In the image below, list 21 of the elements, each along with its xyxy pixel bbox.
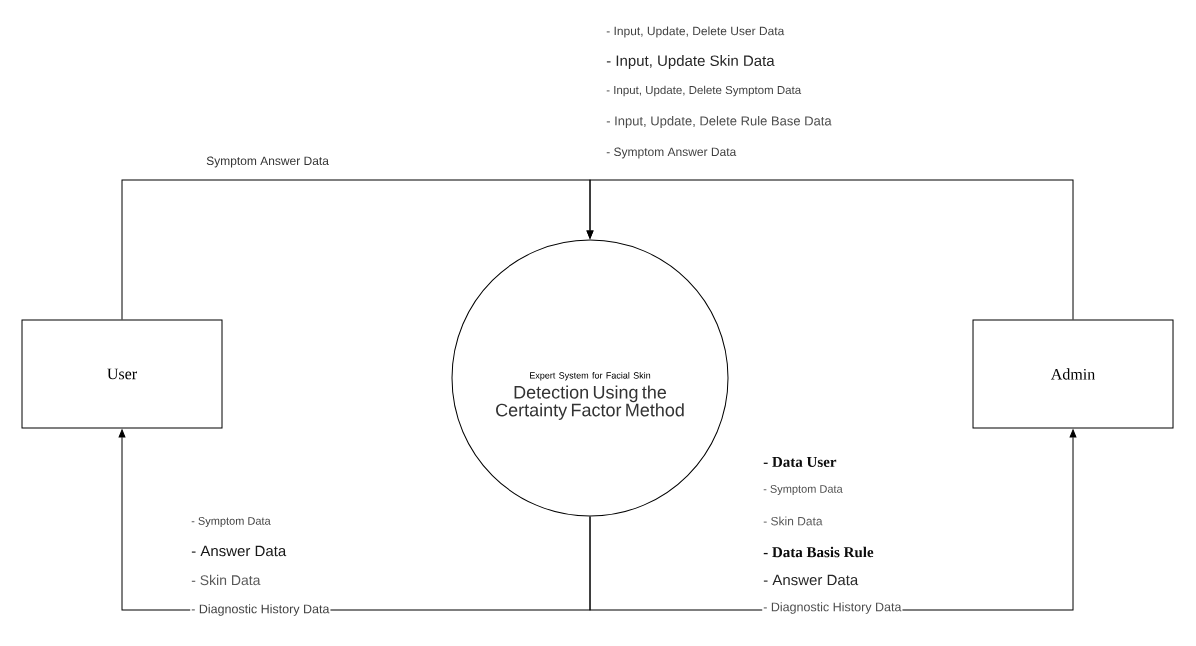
flow-label: - Input, Update, Delete User Data	[606, 26, 785, 38]
process-circle	[451, 239, 729, 517]
entity-box: User	[21, 319, 223, 429]
flow-label: - Diagnostic History Data	[763, 602, 902, 614]
flow-label: - Data Basis Rule	[763, 546, 874, 558]
flow-label: - Symptom Data	[763, 485, 843, 495]
flow-label: - Answer Data	[763, 574, 859, 586]
flow-label: - Input, Update Skin Data	[606, 55, 775, 69]
flow-label: - Diagnostic History Data	[191, 604, 330, 616]
flow-label: - Skin Data	[191, 574, 261, 586]
flow-label: - Data User	[763, 457, 837, 467]
flow-label: - Symptom Answer Data	[606, 147, 737, 159]
arrow	[586, 179, 1074, 320]
flow-label: - Input, Update, Delete Rule Base Data	[606, 115, 832, 129]
flow-label: - Skin Data	[763, 516, 823, 526]
flow-label: - Symptom Data	[191, 517, 271, 527]
flow-label: - Input, Update, Delete Symptom Data	[606, 85, 802, 97]
process-text: Expert System for Facial Skin Detection Using the Certainty Factor Method	[496, 372, 684, 420]
edge-label: Symptom Answer Data	[206, 156, 329, 168]
entity-box: Admin	[972, 319, 1174, 429]
flow-label: - Answer Data	[191, 545, 287, 557]
